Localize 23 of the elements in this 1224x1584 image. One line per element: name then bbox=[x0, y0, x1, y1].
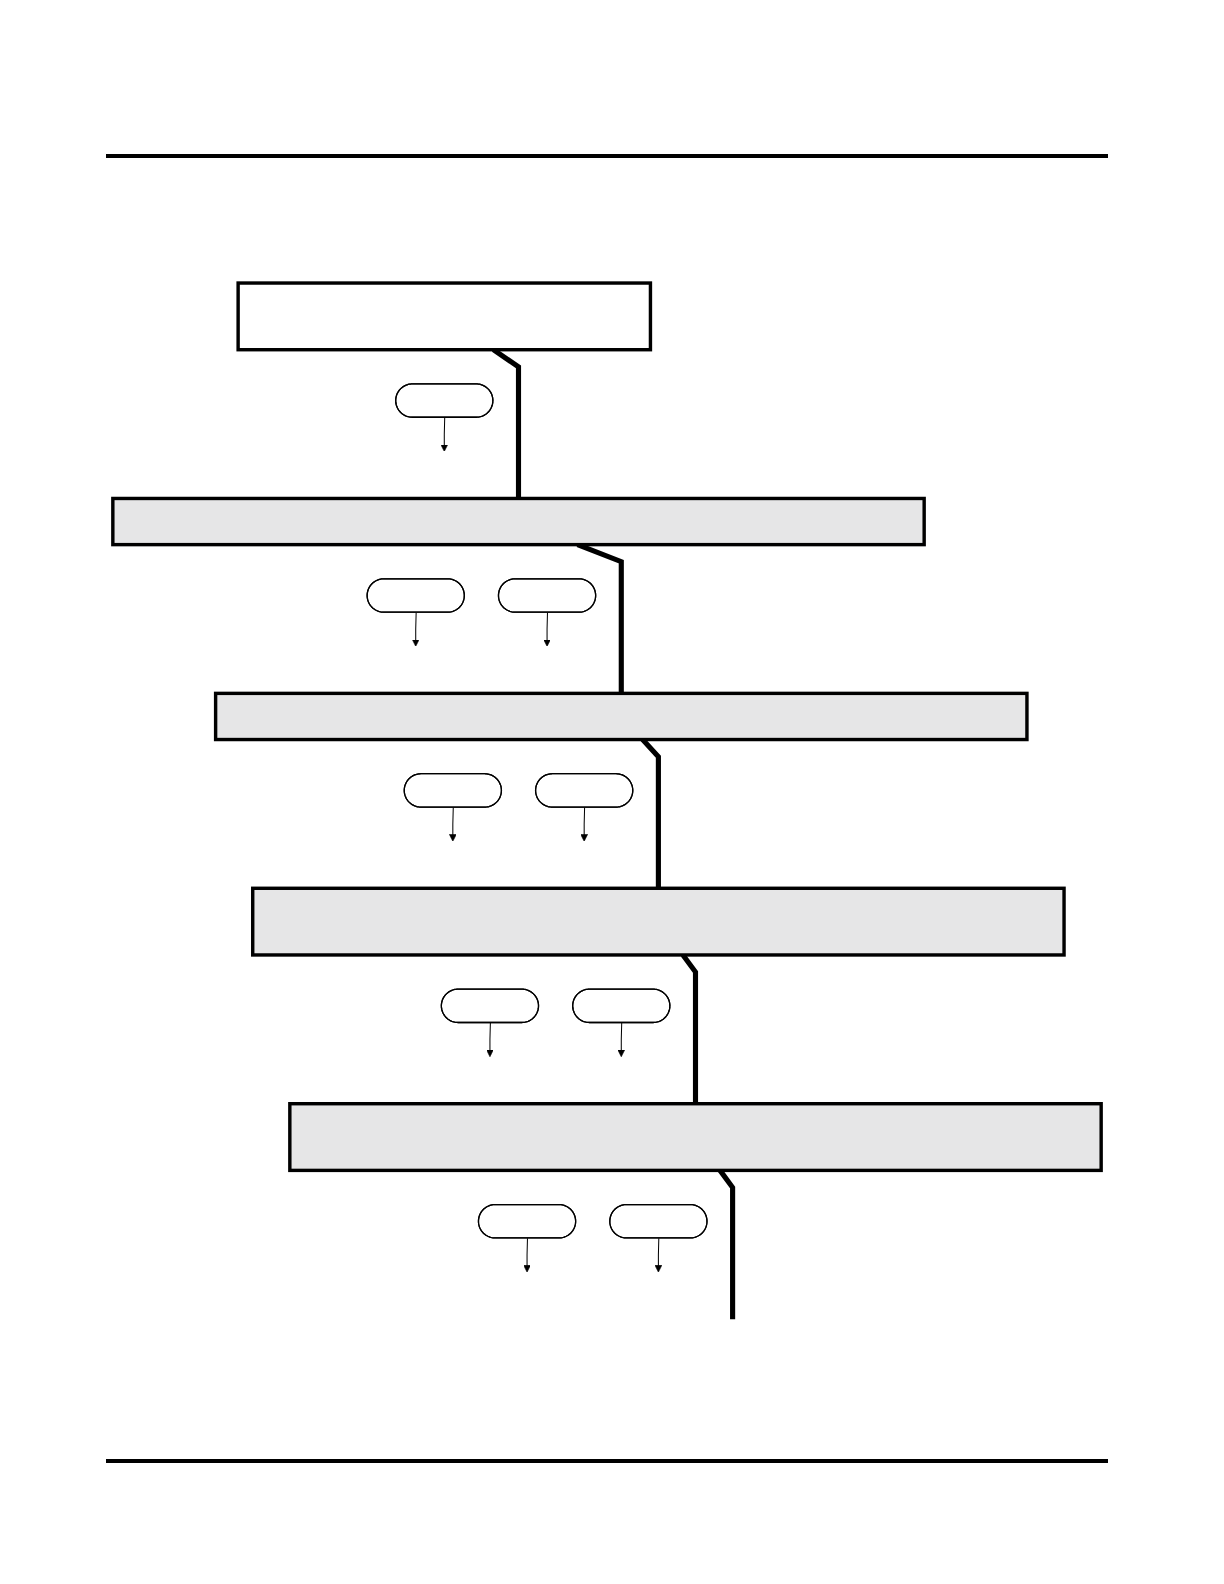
arrow bbox=[654, 1237, 663, 1273]
terminal-pill bbox=[440, 988, 540, 1024]
terminal-pill bbox=[366, 578, 465, 613]
arrow bbox=[449, 807, 457, 842]
section-band bbox=[213, 691, 1029, 742]
terminal-pill bbox=[403, 773, 503, 808]
arrow bbox=[617, 1022, 626, 1058]
process-box bbox=[236, 281, 653, 352]
terminal-pill bbox=[534, 773, 634, 808]
terminal-pill bbox=[572, 988, 671, 1024]
terminal-pill bbox=[477, 1203, 577, 1239]
terminal-pill bbox=[395, 383, 494, 418]
section-band bbox=[251, 886, 1066, 957]
arrow bbox=[411, 612, 420, 647]
section-band bbox=[111, 496, 926, 547]
arrow bbox=[440, 417, 449, 452]
terminal-pill bbox=[497, 578, 597, 613]
arrow bbox=[486, 1022, 494, 1058]
section-band bbox=[288, 1102, 1103, 1173]
arrow bbox=[543, 612, 551, 647]
arrow bbox=[523, 1237, 531, 1273]
terminal-pill bbox=[609, 1203, 708, 1239]
arrow bbox=[580, 807, 588, 842]
